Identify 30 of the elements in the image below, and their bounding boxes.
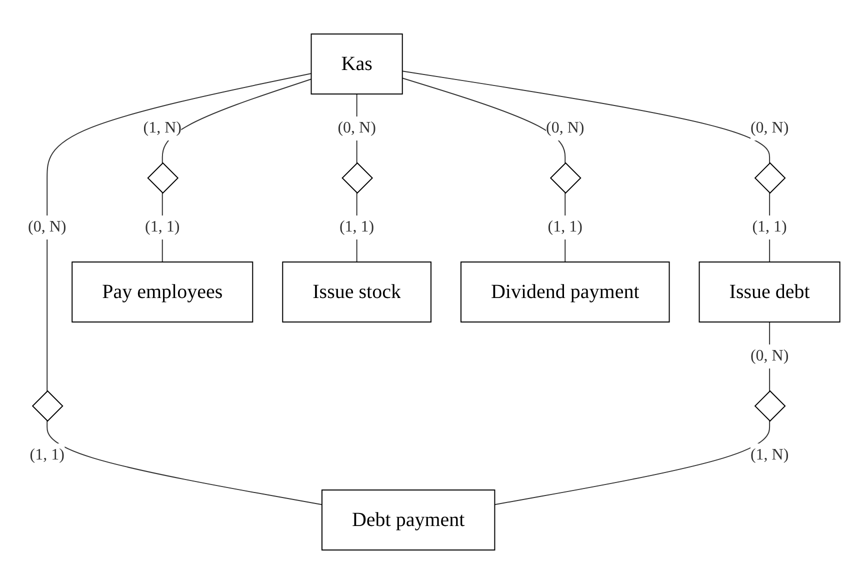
node-box: Pay employees [71,261,253,322]
edge-label: (1, 1) [752,218,786,235]
edge-label: (0, N) [750,347,788,364]
node-diamond [754,162,786,194]
edge-label: (1, 1) [339,218,374,235]
connector [401,77,566,163]
node-diamond [550,162,581,194]
node-diamond [341,162,373,194]
node-box: Dividend payment [460,261,670,322]
connector [46,420,322,505]
edge-label: (1, 1) [547,218,582,235]
node-diamond [146,162,178,194]
edge-label: (1, 1) [144,218,180,235]
edge-label: (0, N) [337,119,376,136]
edge-label: (0, N) [546,119,584,136]
connector [161,78,312,163]
connector [46,72,312,391]
node-box: Kas [310,33,402,94]
connector [401,70,770,163]
node-diamond [31,390,63,422]
edge-label: (1, N) [142,119,182,136]
edge-label: (0, N) [750,119,788,136]
edge-label: (0, N) [28,218,66,235]
edge-label: (1, N) [750,446,788,463]
node-box: Debt payment [321,489,495,550]
node-diamond [754,390,786,422]
edge-label: (1, 1) [29,446,64,463]
node-box: Issue stock [282,261,432,322]
node-box: Issue debt [698,261,840,322]
connector [494,420,770,505]
